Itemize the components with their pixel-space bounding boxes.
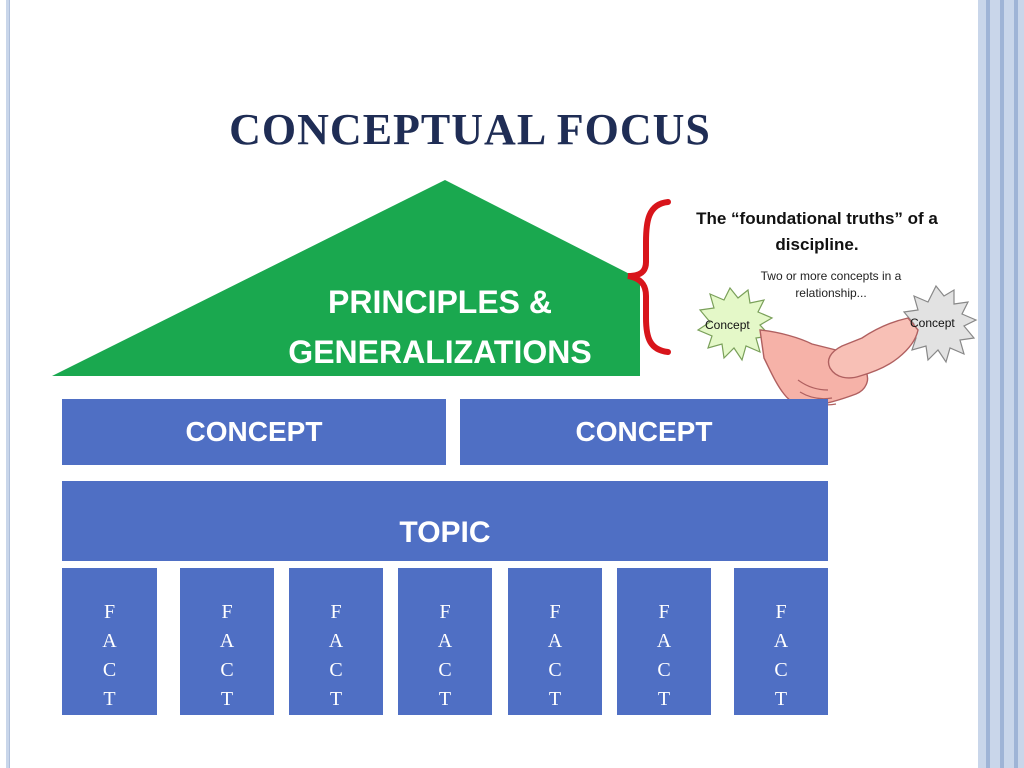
slide-frame-left (6, 0, 10, 768)
concept-star-right (900, 284, 978, 364)
fact-letter: F (549, 601, 561, 623)
concept-block-right: CONCEPT (460, 399, 828, 465)
roof-triangle (52, 180, 830, 376)
fact-block: F A C T (62, 568, 157, 715)
roof-label-line1: PRINCIPLES & (327, 284, 553, 320)
fact-letter: F (658, 601, 670, 623)
fact-letter: A (547, 630, 563, 652)
concept-star-left (696, 286, 774, 362)
fact-letter: F (330, 601, 342, 623)
fact-block: F A C T (734, 568, 828, 715)
fact-letter: C (774, 659, 788, 681)
fact-block: F A C T (617, 568, 711, 715)
fact-letter: T (103, 688, 116, 710)
fact-letter: F (775, 601, 787, 623)
fact-letter: T (774, 688, 788, 710)
fact-letter: A (773, 630, 789, 652)
callout-subtitle: Two or more concepts in a relationship..… (760, 269, 902, 300)
fact-letter: C (548, 659, 562, 681)
fact-letter: T (220, 688, 234, 710)
fact-block: F A C T (289, 568, 383, 715)
fact-letter: T (329, 688, 343, 710)
fact-letter: T (548, 688, 562, 710)
concept-star-left-label: Concept (705, 318, 750, 332)
fact-letter: C (220, 659, 234, 681)
fact-letter: T (657, 688, 671, 710)
fact-letter: F (103, 601, 116, 623)
fact-block: F A C T (398, 568, 492, 715)
handshake-icon (759, 317, 919, 408)
fact-letter: A (656, 630, 672, 652)
concept-block-left: CONCEPT (62, 399, 446, 465)
fact-letter: A (219, 630, 235, 652)
frame-stripe (1014, 0, 1018, 768)
slide-title: CONCEPTUAL FOCUS (229, 105, 711, 154)
fact-block: F A C T (180, 568, 274, 715)
callout-title: The “foundational truths” of a disciplin… (696, 209, 938, 254)
slide-frame-right (978, 0, 1024, 768)
fact-letter: C (102, 659, 117, 681)
frame-stripe (1000, 0, 1004, 768)
brace-icon (627, 199, 671, 355)
fact-letter: T (438, 688, 452, 710)
frame-stripe (986, 0, 990, 768)
fact-letter: F (221, 601, 233, 623)
roof-label-line2: GENERALIZATIONS (288, 334, 592, 370)
concept-star-right-label: Concept (910, 316, 955, 330)
fact-letter: C (438, 659, 452, 681)
fact-letter: F (439, 601, 451, 623)
fact-letter: C (657, 659, 671, 681)
fact-letter: A (102, 630, 117, 652)
topic-block: TOPIC (62, 481, 828, 561)
fact-letter: C (329, 659, 343, 681)
fact-letter: A (328, 630, 344, 652)
fact-block: F A C T (508, 568, 602, 715)
fact-letter: A (437, 630, 453, 652)
